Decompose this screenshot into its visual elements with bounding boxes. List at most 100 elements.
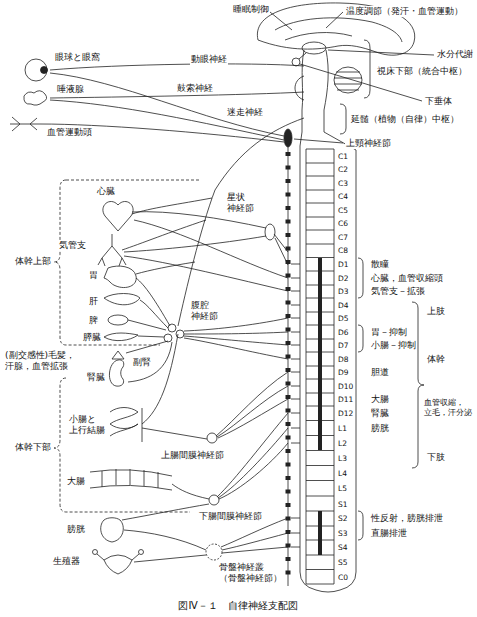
segment-label: L5: [337, 484, 348, 493]
limb-label: 上肢: [426, 306, 446, 317]
segment-label: L1: [337, 424, 348, 433]
nerve-label: 鼓索神経: [176, 83, 214, 94]
segment-label: S5: [337, 558, 349, 567]
segment-label: S1: [337, 500, 349, 509]
oculomotor-nerve: [50, 64, 304, 70]
brain-label: 水分代謝: [436, 49, 474, 60]
pelvic-plexus: [206, 544, 222, 560]
superior-cervical-ganglion: [284, 129, 292, 147]
organ-label: 脾: [88, 315, 99, 326]
line-art: [10, 3, 434, 592]
region-label: 体幹上部: [14, 256, 52, 267]
organ-label: 膵臓: [82, 332, 102, 343]
effect-label: 性反射，膀胱排泄: [370, 513, 444, 524]
ganglion-label: 下腸間膜神経節: [198, 511, 263, 522]
splanchnic-nerves: [184, 318, 288, 359]
adrenal: [112, 351, 124, 359]
ovary: [139, 550, 144, 555]
celiac-ganglion: [164, 334, 172, 342]
segment-label: S2: [337, 514, 349, 523]
effect-label: 心臓，血管収縮頭: [370, 273, 444, 284]
segment-label: D1: [337, 260, 350, 269]
small-intestine: [110, 408, 142, 443]
cerebellum-folia: [334, 72, 362, 90]
stomach: [104, 266, 136, 287]
nerve-label: 動眼神経: [190, 54, 228, 65]
segment-label: D5: [337, 314, 350, 323]
segment-label: C6: [337, 219, 349, 228]
segment-label: C8: [337, 246, 349, 255]
heart: [103, 201, 133, 231]
segment-label: C1: [337, 152, 349, 161]
spinal-segments: [306, 149, 334, 584]
salivary-gland: [24, 91, 47, 105]
region-bracket: [54, 180, 200, 512]
pupil: [41, 67, 48, 74]
cerebellum: [334, 67, 362, 93]
kidney: [109, 360, 123, 386]
figure-caption: 図Ⅳ－１ 自律神経支配図: [178, 600, 297, 612]
segment-label: C2: [337, 165, 349, 174]
vagus-nerve: [122, 118, 304, 424]
organ-label: 心臓: [96, 186, 116, 197]
effect-label: 胃－抑制: [370, 327, 408, 338]
lateral-horn: [318, 258, 322, 555]
superior-mesenteric-ganglion: [207, 433, 217, 443]
organ-label: 生殖器: [52, 556, 81, 567]
brain-label: 温度調節（発汗・血管運動）: [345, 6, 464, 17]
organ-label: 膀胱: [66, 524, 86, 535]
segment-label: L4: [337, 469, 348, 478]
cardiac-nerves: [124, 212, 288, 291]
brain-label: 延髄（植物（自律）中枢）: [350, 114, 460, 125]
eye: [25, 59, 47, 81]
organ-label: 小腸と 上行結腸: [68, 414, 109, 436]
mesenteric-nerves: [142, 372, 288, 439]
organ-label: 血管運動頭: [46, 127, 93, 138]
effect-label: 小腸－抑制: [370, 340, 417, 351]
organ-label: 腎臓: [86, 372, 106, 383]
pelvic-nerves: [124, 518, 288, 562]
segment-label: D11: [337, 395, 354, 404]
segment-label: C3: [337, 179, 349, 188]
segment-label: D3: [337, 287, 350, 296]
segment-label: L3: [337, 454, 348, 463]
effect-label: 血管収縮， 立毛，汗分泌: [423, 398, 474, 417]
organ-label: 胃: [88, 270, 99, 281]
bladder: [101, 518, 124, 542]
effect-label: 散瞳: [370, 259, 390, 270]
spleen: [108, 315, 128, 325]
brain-label: 視床下部（統合中枢）: [376, 66, 468, 77]
sympathetic-trunk: [288, 146, 289, 586]
brain-label: 下垂体: [424, 96, 453, 107]
segment-label: D10: [337, 382, 354, 391]
large-intestine: [90, 469, 172, 490]
segment-label: S4: [337, 543, 349, 552]
lumbar-splanchnic: [122, 413, 288, 520]
celiac-branches: [126, 278, 172, 382]
ganglion-label: 上腸間膜神経節: [160, 450, 225, 461]
pituitary: [292, 58, 300, 66]
spinal-cord-outline: [300, 132, 356, 592]
bronchi: [98, 234, 126, 266]
segment-label: D2: [337, 274, 350, 283]
segment-label: S3: [337, 529, 349, 538]
cerebrum-folds: [275, 18, 402, 42]
segment-label: D8: [337, 355, 350, 364]
organ-label: 副腎: [132, 357, 152, 368]
genital-organs: [97, 554, 139, 574]
segment-label: D12: [337, 409, 354, 418]
organ-label: 唾液腺: [56, 84, 85, 95]
segment-label: D9: [337, 368, 350, 377]
limb-label: 下肢: [426, 452, 446, 463]
celiac-ganglion: [176, 330, 184, 338]
segment-label: D7: [337, 341, 350, 350]
chain-ganglia: [286, 152, 291, 584]
effect-label: 大腸: [370, 394, 390, 405]
segment-label: D4: [337, 301, 350, 310]
effect-label: 気管支－拡張: [370, 286, 426, 297]
segment-bracket: [358, 258, 363, 540]
organ-label: 眼球と眼窩: [54, 52, 101, 63]
region-note: (副交感性)毛髪， 汗腺，血管拡張: [4, 350, 83, 372]
segment-label: C5: [337, 206, 349, 215]
effect-label: 膀胱: [370, 423, 390, 434]
